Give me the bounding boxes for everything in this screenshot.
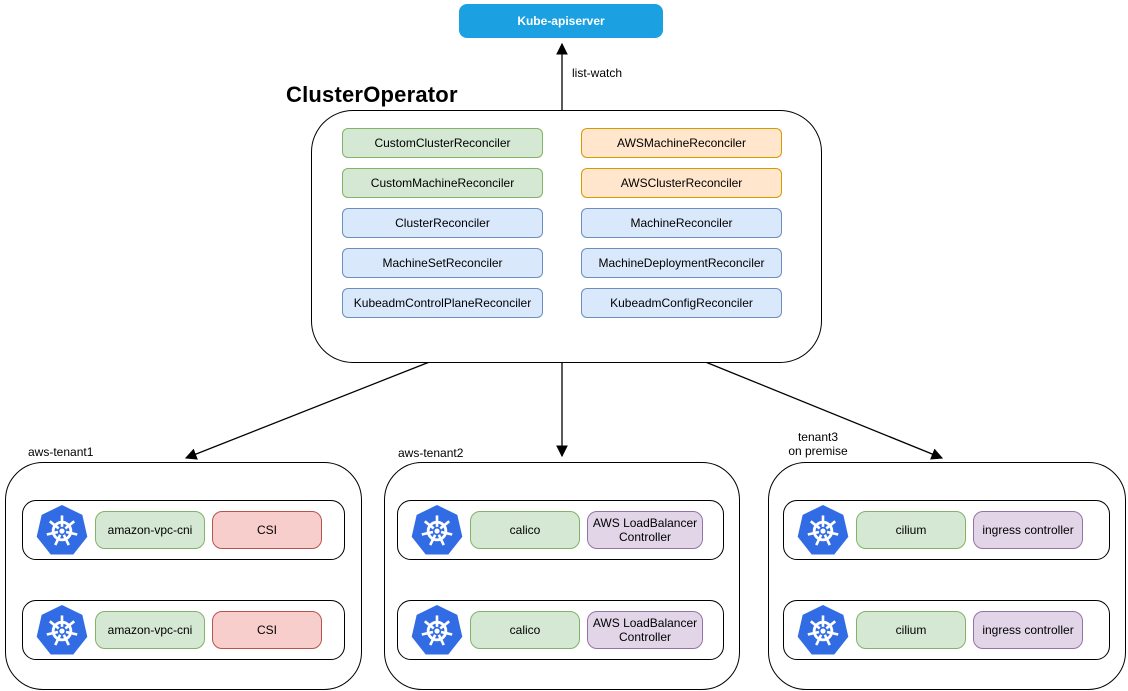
reconciler-machine-deployment: MachineDeploymentReconciler (581, 248, 782, 278)
addon-calico: calico (470, 511, 580, 549)
reconciler-machineset: MachineSetReconciler (342, 248, 543, 278)
addon-amazon-vpc-cni: amazon-vpc-cni (95, 611, 205, 649)
node-kube-apiserver: Kube-apiserver (459, 4, 663, 38)
addon-ingress-controller: ingress controller (973, 611, 1083, 649)
reconciler-machine: MachineReconciler (581, 208, 782, 238)
tenant-label-aws-tenant1: aws-tenant1 (28, 445, 94, 459)
list-watch-label: list-watch (572, 66, 623, 80)
cluster-row: calico AWS LoadBalancer Controller (397, 500, 724, 560)
cluster-row: cilium ingress controller (783, 600, 1110, 660)
reconciler-aws-cluster: AWSClusterReconciler (581, 168, 782, 198)
addon-csi: CSI (212, 611, 322, 649)
kubernetes-icon (36, 605, 88, 655)
addon-cilium: cilium (856, 511, 966, 549)
addon-calico: calico (470, 611, 580, 649)
addon-csi: CSI (212, 511, 322, 549)
kubernetes-icon (797, 505, 849, 555)
addon-aws-loadbalancer-controller: AWS LoadBalancer Controller (587, 611, 703, 649)
addon-amazon-vpc-cni: amazon-vpc-cni (95, 511, 205, 549)
reconciler-aws-machine: AWSMachineReconciler (581, 128, 782, 158)
tenant-label-aws-tenant2: aws-tenant2 (398, 446, 464, 460)
reconciler-custom-cluster: CustomClusterReconciler (342, 128, 543, 158)
reconciler-custom-machine: CustomMachineReconciler (342, 168, 543, 198)
addon-cilium: cilium (856, 611, 966, 649)
tenant-label-tenant3: tenant3 on premise (788, 430, 848, 458)
reconciler-kubeadm-config: KubeadmConfigReconciler (581, 288, 782, 318)
cluster-row: amazon-vpc-cni CSI (22, 500, 345, 560)
cluster-row: amazon-vpc-cni CSI (22, 600, 345, 660)
cluster-row: calico AWS LoadBalancer Controller (397, 600, 724, 660)
kubernetes-icon (36, 505, 88, 555)
addon-aws-loadbalancer-controller: AWS LoadBalancer Controller (587, 511, 703, 549)
arrow-to-aws-tenant1 (184, 360, 433, 460)
addon-ingress-controller: ingress controller (973, 511, 1083, 549)
kubernetes-icon (411, 605, 463, 655)
cluster-operator-title: ClusterOperator (286, 82, 458, 107)
kubernetes-icon (797, 605, 849, 655)
reconciler-cluster: ClusterReconciler (342, 208, 543, 238)
reconciler-kubeadm-controlplane: KubeadmControlPlaneReconciler (342, 288, 543, 318)
kubernetes-icon (411, 505, 463, 555)
cluster-row: cilium ingress controller (783, 500, 1110, 560)
